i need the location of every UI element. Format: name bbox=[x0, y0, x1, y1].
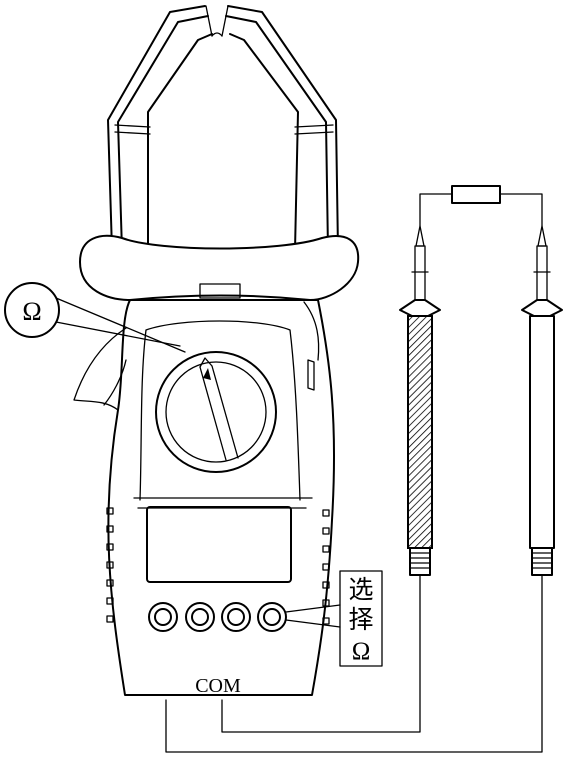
select-ohm-callout: 选 择 Ω bbox=[285, 570, 383, 667]
input-jacks[interactable] bbox=[148, 602, 287, 632]
select-label-line2: 择 bbox=[348, 606, 373, 634]
select-label-line1: 选 bbox=[348, 576, 373, 604]
lcd-display bbox=[146, 506, 292, 583]
resistor-icon bbox=[451, 185, 501, 204]
meter-collar bbox=[79, 234, 360, 301]
jack-com[interactable] bbox=[148, 602, 178, 632]
jack-ohm[interactable] bbox=[257, 602, 287, 632]
clamp-jaws bbox=[107, 5, 339, 251]
resistor-circuit bbox=[419, 185, 543, 227]
probe-red[interactable] bbox=[521, 225, 563, 576]
dial-pointer-icon bbox=[203, 368, 211, 380]
jack-3[interactable] bbox=[221, 602, 251, 632]
ohm-callout: Ω bbox=[4, 282, 186, 353]
com-jack-label: COM bbox=[195, 675, 241, 697]
select-label-line3: Ω bbox=[352, 638, 371, 665]
test-leads bbox=[165, 574, 543, 753]
jack-2[interactable] bbox=[185, 602, 215, 632]
ohm-callout-label: Ω bbox=[22, 297, 41, 326]
probe-black[interactable] bbox=[399, 225, 441, 576]
rotary-selector-dial[interactable] bbox=[155, 351, 277, 473]
